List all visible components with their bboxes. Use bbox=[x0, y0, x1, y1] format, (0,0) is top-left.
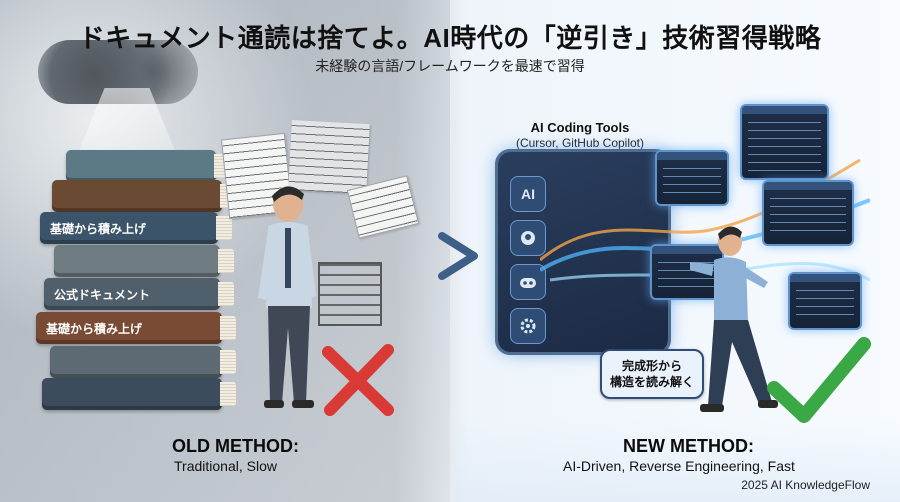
page-subtitle: 未経験の言語/フレームワークを最速で習得 bbox=[315, 58, 585, 74]
red-cross-icon bbox=[322, 344, 394, 416]
ai-tools-subtitle: (Cursor, GitHub Copilot) bbox=[515, 136, 645, 150]
ai-icon: AI bbox=[510, 176, 546, 212]
book: 基礎から積み上げ bbox=[40, 212, 232, 244]
floor-glow bbox=[455, 420, 900, 502]
gear-icon bbox=[510, 308, 546, 344]
active-developer-figure bbox=[690, 226, 778, 412]
green-check-icon bbox=[767, 337, 871, 423]
github-icon bbox=[510, 220, 546, 256]
speech-bubble: 完成形から 構造を読み解く bbox=[600, 349, 704, 399]
book: 基礎から積み上げ bbox=[36, 312, 236, 344]
book-stack: 基礎から積み上げ 公式ドキュメント 基礎から積み上げ bbox=[32, 150, 262, 430]
ai-tools-title: AI Coding Tools bbox=[530, 120, 630, 135]
book-label: 基礎から積み上げ bbox=[50, 222, 147, 236]
book bbox=[66, 150, 230, 182]
book-label: 公式ドキュメント bbox=[54, 288, 151, 302]
diagram-window bbox=[788, 272, 862, 330]
book bbox=[50, 346, 236, 378]
book bbox=[54, 245, 234, 277]
book bbox=[42, 378, 236, 410]
maze-icon bbox=[318, 262, 382, 326]
page-title: ドキュメント通読は捨てよ。AI時代の「逆引き」技術習得戦略 bbox=[78, 23, 822, 53]
confused-developer-figure bbox=[258, 186, 316, 408]
book: 公式ドキュメント bbox=[44, 278, 234, 310]
bubble-line: 構造を読み解く bbox=[609, 375, 694, 389]
old-method-title: OLD METHOD: bbox=[172, 436, 299, 456]
book-label: 基礎から積み上げ bbox=[46, 322, 143, 336]
code-window bbox=[655, 150, 729, 206]
code-window bbox=[740, 104, 829, 180]
new-method-title: NEW METHOD: bbox=[623, 436, 754, 456]
new-method-description: AI-Driven, Reverse Engineering, Fast bbox=[563, 458, 795, 474]
transition-arrow-icon bbox=[438, 232, 478, 280]
code-window bbox=[762, 180, 854, 246]
footer-credit: 2025 AI KnowledgeFlow bbox=[741, 478, 870, 492]
bubble-line: 完成形から bbox=[621, 359, 682, 373]
old-method-description: Traditional, Slow bbox=[174, 458, 277, 474]
book bbox=[52, 180, 236, 212]
